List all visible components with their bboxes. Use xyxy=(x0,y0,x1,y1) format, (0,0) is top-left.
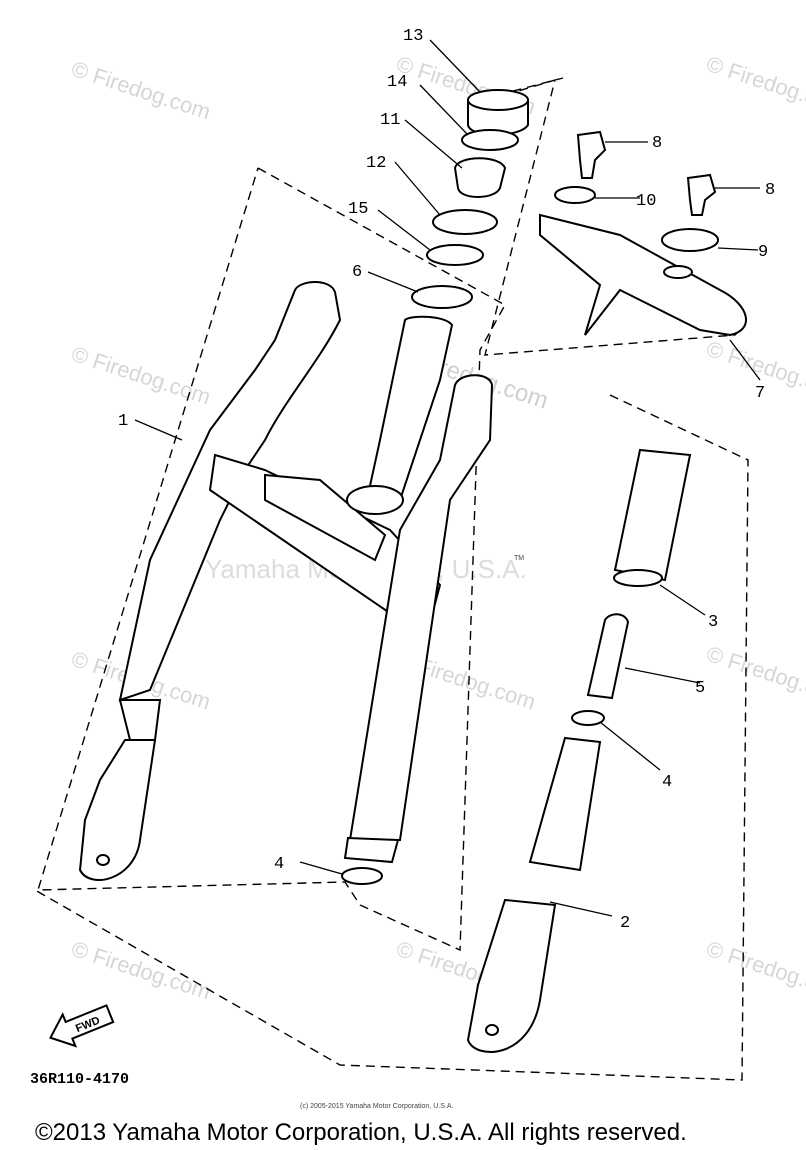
fork-tube-right xyxy=(348,374,494,841)
fork-axle-left xyxy=(78,739,157,881)
leader-9 xyxy=(717,247,759,251)
part-8-bolt-right xyxy=(686,173,717,216)
leader-14 xyxy=(419,84,469,136)
fork-lower-right xyxy=(343,836,400,864)
part-10-washer xyxy=(554,186,596,204)
callout-5: 5 xyxy=(695,679,705,698)
callout-8b: 8 xyxy=(765,181,775,200)
part-12-bearing-cone xyxy=(432,209,498,235)
part-4-washer-left xyxy=(341,867,383,885)
callout-12: 12 xyxy=(366,154,386,173)
part-9-washer xyxy=(661,228,719,252)
watermark-1: © Firedog.com xyxy=(68,56,213,124)
leader-lines xyxy=(134,39,761,917)
callout-7: 7 xyxy=(755,384,765,403)
leader-11 xyxy=(404,119,463,169)
part-11-bearing-cup xyxy=(453,157,507,198)
callout-6: 6 xyxy=(352,263,362,282)
watermark-9: © Firedog.com xyxy=(703,641,806,709)
clamp-plate xyxy=(264,473,387,562)
leader-7 xyxy=(729,339,761,381)
outline-top-link xyxy=(497,77,564,96)
watermark-10: © Firedog.com xyxy=(68,936,213,1004)
axle-hole-left xyxy=(96,854,110,866)
watermark-4: © Firedog.com xyxy=(68,341,213,409)
callout-3: 3 xyxy=(708,613,718,632)
leader-15 xyxy=(377,209,431,251)
leader-6 xyxy=(367,271,419,293)
fwd-arrow: FWD xyxy=(49,1004,115,1048)
callout-15: 15 xyxy=(348,200,368,219)
callout-13: 13 xyxy=(403,27,423,46)
part-2-damper-rod xyxy=(528,736,602,872)
part-6-seal xyxy=(411,285,473,309)
part-4-washer-right xyxy=(571,710,605,726)
watermark-12: © Firedog.com xyxy=(703,936,806,1004)
callout-4-right: 4 xyxy=(662,773,672,792)
callout-11: 11 xyxy=(380,111,400,130)
callout-labels: 13 14 11 12 15 6 8 10 8 9 7 1 3 5 4 4 2 xyxy=(118,27,775,933)
leader-12 xyxy=(394,161,441,216)
stem-collar xyxy=(346,485,404,515)
fork-lower-left xyxy=(118,699,162,741)
bracket-hole xyxy=(663,265,693,279)
leader-2 xyxy=(549,901,613,917)
diagram-code: 36R110-4170 xyxy=(30,1071,129,1088)
part-3-spring-tube xyxy=(613,448,692,582)
watermark-3: © Firedog.com xyxy=(703,51,806,119)
part-5-spacer xyxy=(586,613,630,700)
leader-5 xyxy=(624,667,701,684)
axle-hole-right xyxy=(485,1024,499,1036)
bearing-stack xyxy=(411,89,529,309)
leader-4l xyxy=(299,861,343,875)
leader-3 xyxy=(659,584,706,616)
watermark-tm: TM xyxy=(514,555,524,562)
part-14-ball-race xyxy=(461,129,519,151)
footer-copyright: ©2013 Yamaha Motor Corporation, U.S.A. A… xyxy=(35,1119,687,1146)
small-copyright: (c) 2005-2015 Yamaha Motor Corporation, … xyxy=(300,1103,453,1110)
outline-fork-assembly xyxy=(37,167,506,952)
part-7-handlebar-bracket xyxy=(539,213,747,337)
leader-13 xyxy=(429,39,481,93)
right-leg-internals xyxy=(466,448,692,1053)
callout-2: 2 xyxy=(620,914,630,933)
callout-1: 1 xyxy=(118,412,128,431)
callout-9: 9 xyxy=(758,243,768,262)
callout-10: 10 xyxy=(636,192,656,211)
callout-8a: 8 xyxy=(652,134,662,153)
part-1-fork-assembly xyxy=(78,281,494,881)
part-8-bolt-left xyxy=(576,130,607,179)
part-2-damper-lower xyxy=(466,898,557,1053)
leader-4r xyxy=(599,721,661,771)
fwd-arrow-shape xyxy=(49,1004,115,1048)
callout-14: 14 xyxy=(387,73,407,92)
part-3-spring-ring xyxy=(613,569,663,587)
outline-right-leg xyxy=(34,394,749,1081)
callout-4-left: 4 xyxy=(274,855,284,874)
bracket-group xyxy=(539,130,747,337)
leader-1 xyxy=(134,419,183,441)
part-15-ball-race xyxy=(426,244,484,266)
part-13-ring-nut-top xyxy=(467,89,529,111)
